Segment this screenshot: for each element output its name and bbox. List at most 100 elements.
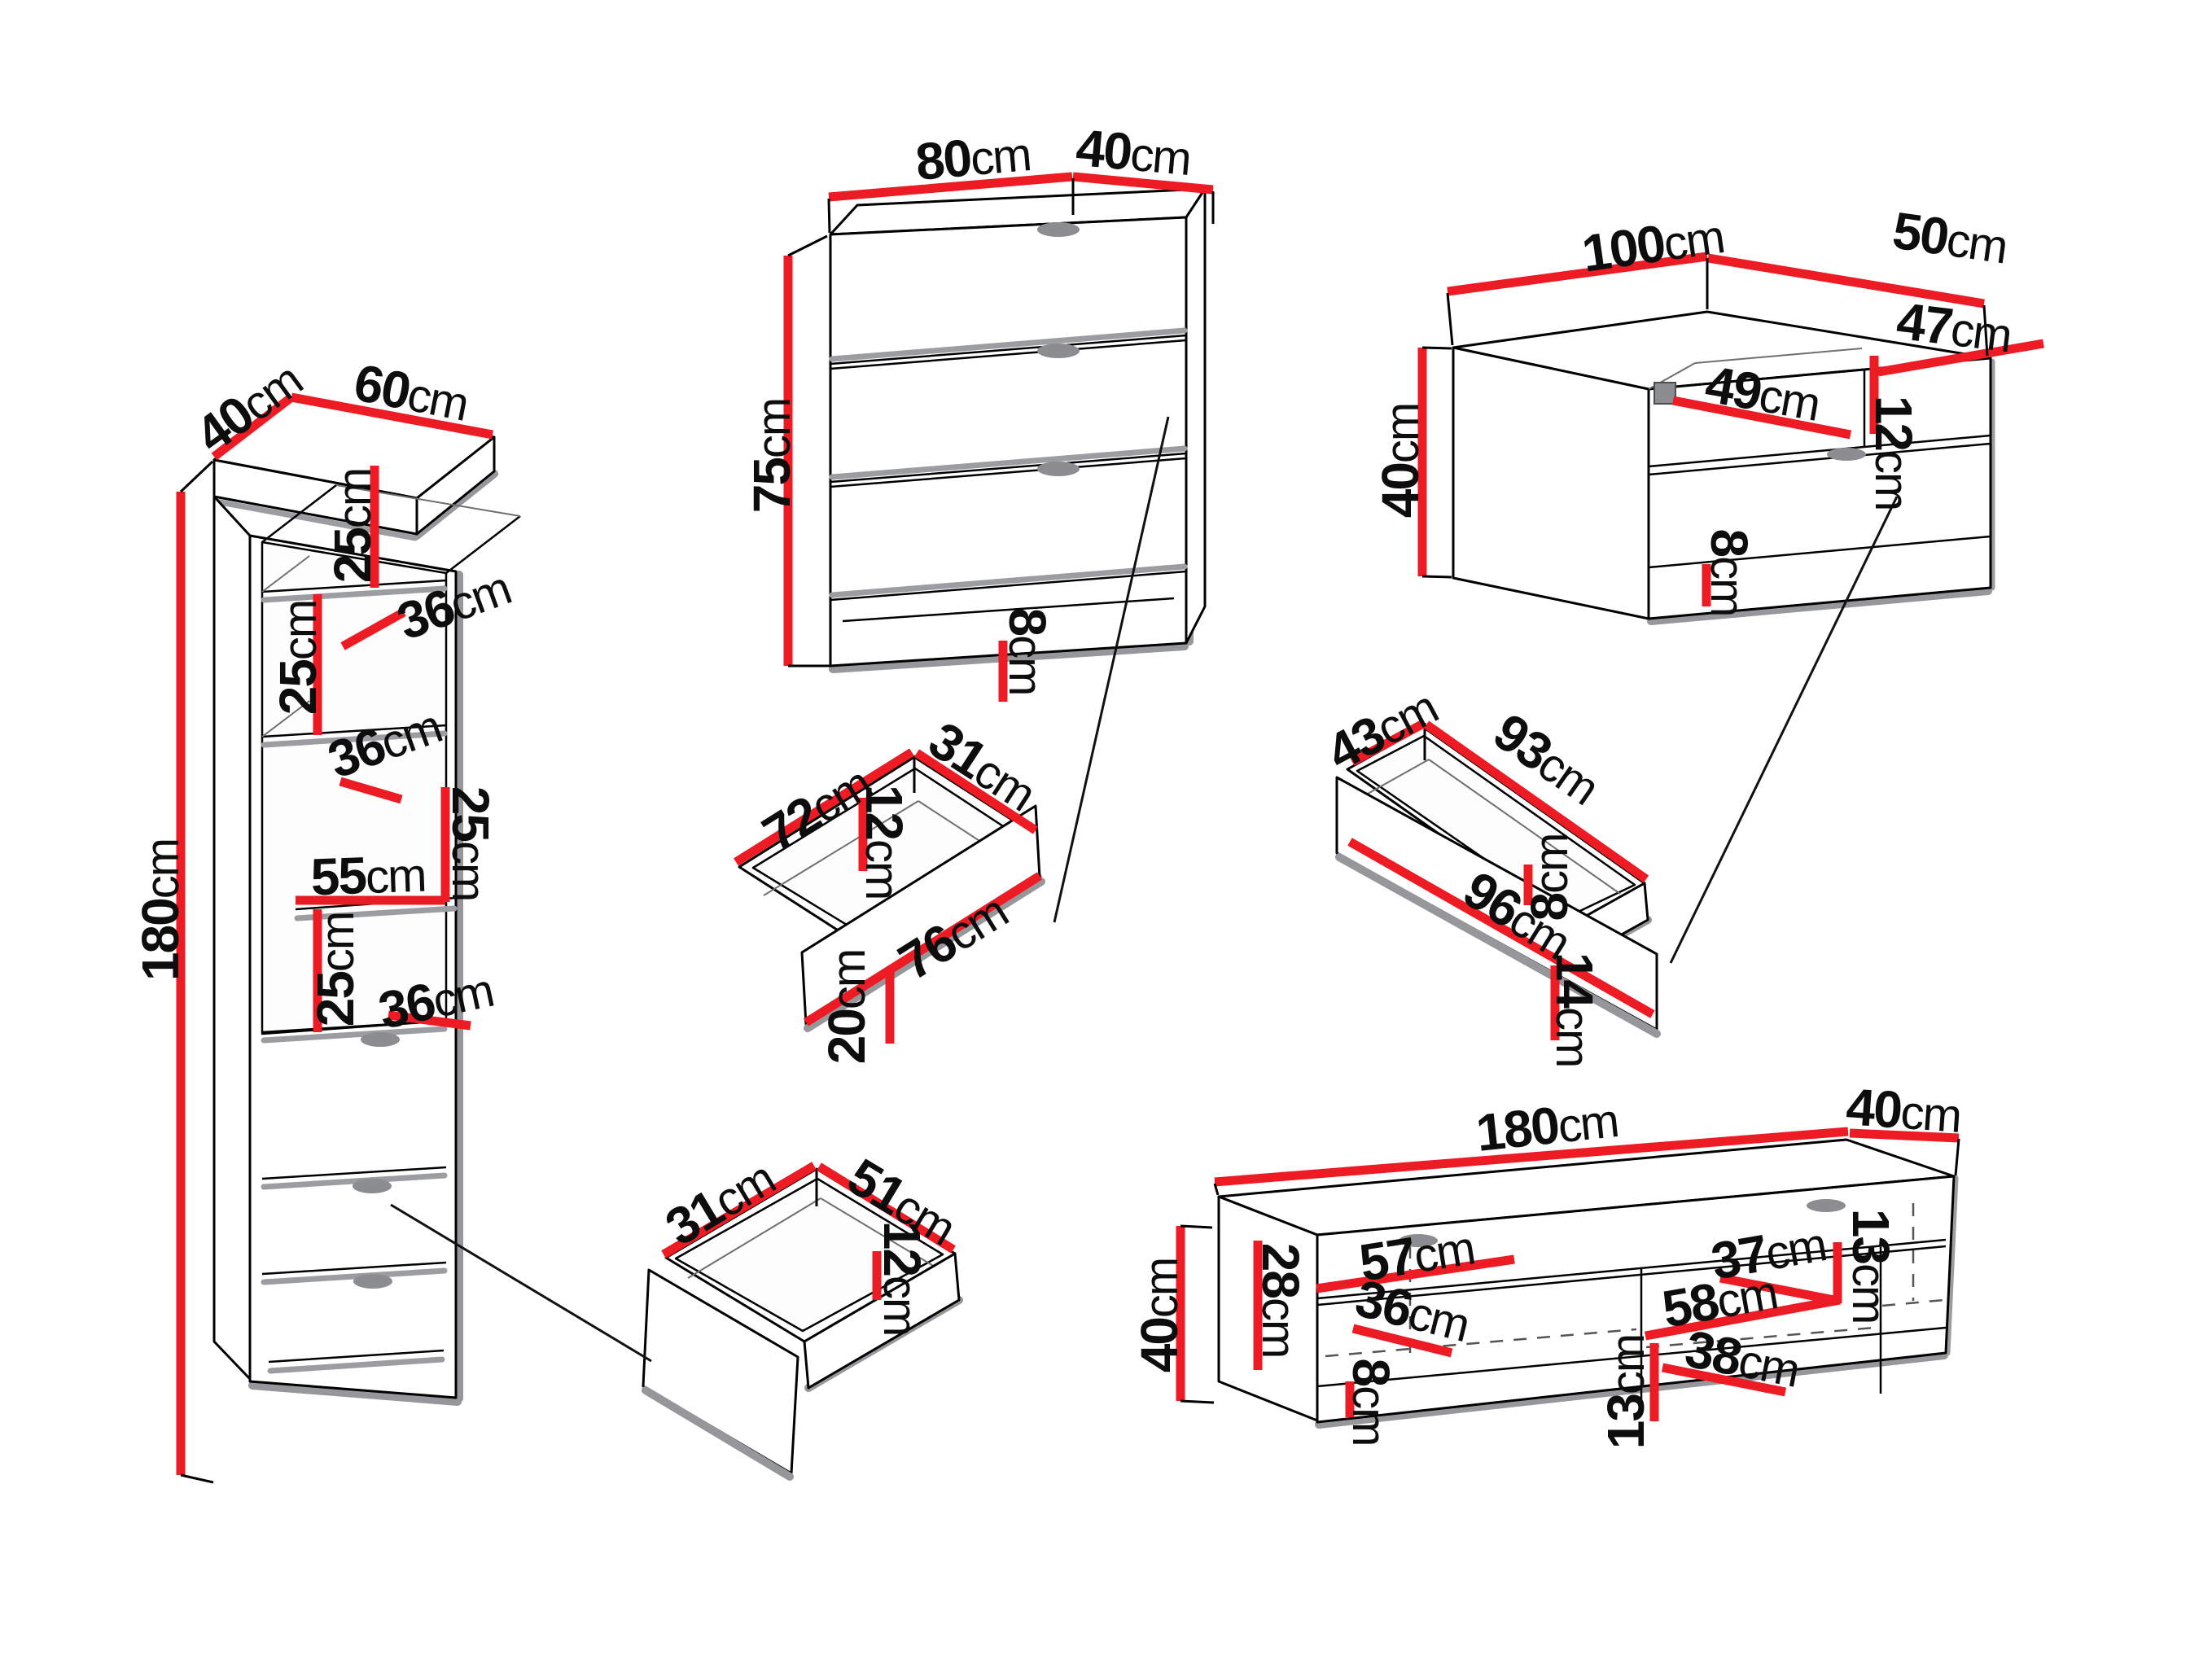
shadow-line (212, 498, 418, 541)
dimension-tick (1982, 304, 1989, 357)
hidden-edge (1881, 1298, 1945, 1307)
dimension-line (339, 777, 403, 804)
dim-tv-large-width: 180cm (1474, 1089, 1621, 1162)
interior-line (763, 800, 919, 896)
drawer31-opening (674, 1177, 944, 1333)
shadow-line (261, 1267, 448, 1285)
bookcase-top-side (415, 436, 496, 536)
dim-tv-small-width: 100cm (1579, 205, 1727, 283)
dim-bookcase-width: 60cm (349, 352, 473, 431)
dim-tv-small-plinth: 8cm (1700, 529, 1759, 616)
chest-front-face (829, 216, 1188, 668)
dimension-tick (180, 1473, 214, 1484)
dimension-line-len (734, 748, 914, 866)
dimension-line-depth (1072, 172, 1214, 195)
dim-tv-small-depth: 50cm (1889, 201, 2010, 275)
drawer-divider (261, 1166, 447, 1180)
dim-tv-large-c1: 57cm (1356, 1216, 1478, 1292)
shadow-line (804, 878, 1045, 1032)
interior-line (335, 484, 521, 517)
shelf-edge (1648, 434, 1991, 468)
dimension-line-front-len (1347, 838, 1655, 1018)
shadow-line (829, 445, 1188, 480)
chest-drawing: 80cm 40cm 75cm 8cm (742, 118, 1215, 923)
dim-tv-large-c4: 38cm (1680, 1319, 1804, 1398)
shelf-edge (1648, 442, 1991, 476)
dimension-line-depth (211, 393, 295, 461)
shelf-depth-line (261, 555, 310, 593)
dimension-line-len (817, 1162, 956, 1254)
hidden-edge (1645, 1326, 1875, 1349)
dimension-line (1645, 1295, 1841, 1341)
shadow-line (1315, 1351, 1948, 1429)
drawer-handle-icon (361, 1032, 400, 1047)
dim-tv-large-dep-in: 36cm (1350, 1268, 1475, 1353)
tv-small-side-face (1452, 346, 1650, 620)
drawer-divider (261, 1261, 447, 1276)
dimension-tick (1213, 1183, 1220, 1196)
shelf-edge (261, 724, 447, 738)
dimension-line (1316, 1254, 1515, 1293)
dimension-line-width (828, 172, 1073, 202)
dim-tv-small-niche-h: 12cm (1864, 396, 1923, 510)
tv-stand-large-drawing: 180cm 40cm 40cm 28cm 57cm 36cm 8cm 13cm … (1130, 1077, 1962, 1450)
shadow-line (261, 1026, 448, 1044)
dimension-line (1671, 396, 1852, 440)
dim-drawer93-front-h: 14cm (1545, 952, 1604, 1067)
dimension-line (1661, 1363, 1787, 1397)
shadow-line (261, 585, 448, 603)
interior-line (261, 484, 337, 543)
dim-tv-large-13l: 13cm (1597, 1335, 1655, 1450)
dimension-line-len (1423, 720, 1649, 883)
led-switch-icon (1654, 382, 1676, 405)
leader-line (390, 1203, 652, 1363)
dimension-line (1351, 1324, 1453, 1358)
dimension-line-width (1214, 1127, 1849, 1187)
drawer-handle-icon (1037, 222, 1080, 237)
dimension-line-width (290, 392, 494, 440)
dimension-tick (1180, 1224, 1213, 1229)
dimension-tick (787, 234, 828, 257)
dim-bookcase-sec3: 25cm (441, 786, 500, 901)
dim-tv-large-inner-h: 28cm (1251, 1243, 1310, 1358)
drawer-handle-icon (353, 1274, 392, 1289)
leader-line (1669, 496, 1899, 964)
dim-tv-large-height: 40cm (1130, 1258, 1189, 1373)
dim-bookcase-55: 55cm (310, 844, 427, 907)
dim-tv-small-height: 40cm (1371, 404, 1430, 519)
drawer-divider (830, 452, 1187, 484)
chest-side-face (1185, 187, 1207, 645)
shadow-line (829, 563, 1188, 598)
drawer31-side-wall (803, 1252, 961, 1390)
dim-chest-height: 75cm (742, 399, 801, 514)
dimension-line-depth (1849, 1128, 1960, 1143)
dim-drawer31-inner-h: 12cm (873, 1221, 931, 1336)
dimension-tick (1421, 575, 1452, 579)
drawer-handle-icon (1807, 1199, 1846, 1212)
drawer-divider (830, 457, 1187, 488)
shadow-line (294, 905, 458, 921)
dim-tv-large-13r: 13cm (1842, 1209, 1900, 1324)
dimension-line-dep (661, 1162, 817, 1258)
dim-tv-large-plinth: 8cm (1342, 1359, 1400, 1446)
dim-bookcase-sec1: 25cm (323, 469, 382, 584)
bookcase-left-side (212, 495, 252, 1381)
plinth-line (842, 597, 1175, 623)
dimension-line-depth (1707, 253, 1985, 309)
hidden-edge (1325, 1328, 1637, 1358)
dimension-tick (179, 460, 214, 493)
drawer-handle-icon (1399, 1234, 1438, 1247)
drawer-divider (830, 334, 1187, 366)
dimension-line (388, 1010, 471, 1031)
interior-line (1367, 759, 1430, 794)
tv-large-front-face (1316, 1175, 1956, 1424)
dimension-line-front-len (804, 872, 1042, 1026)
shadow-line (248, 1381, 462, 1406)
dimension-tick (1446, 292, 1454, 346)
shadow-line (642, 1386, 794, 1481)
dim-bookcase-sec2: 25cm (269, 601, 327, 716)
shadow-line (1647, 587, 1992, 625)
dim-bookcase-sec4: 25cm (306, 913, 365, 1027)
